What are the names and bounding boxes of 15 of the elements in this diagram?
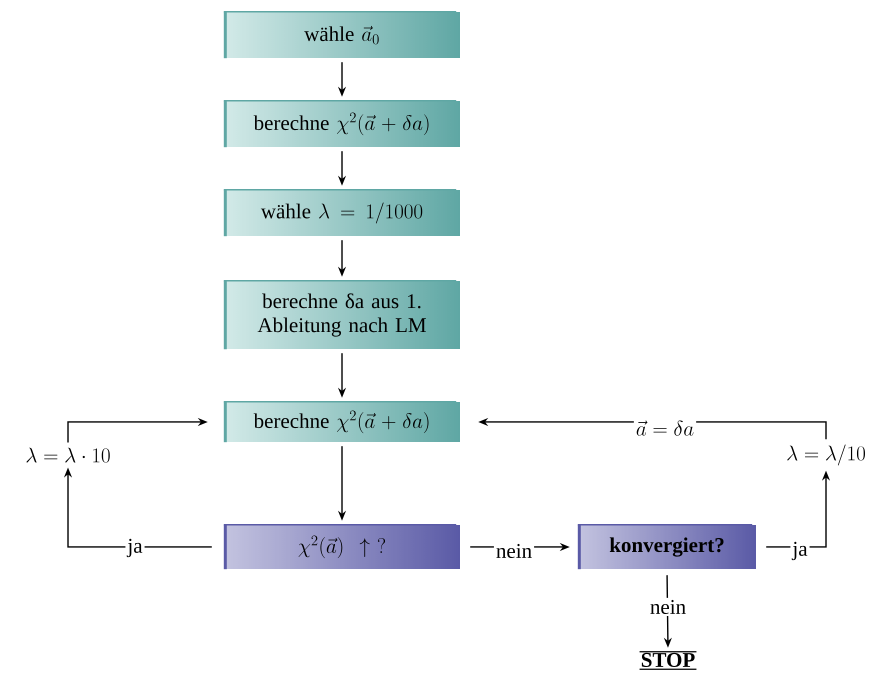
decision-box: konvergiert?: [578, 524, 752, 570]
edge-label: $\vec{a}=\delta a$: [634, 418, 696, 438]
process-box: $\text{berechne }\chi^2(\vec{a}+\delta a)$: [224, 100, 456, 148]
edge-label: nein: [648, 598, 688, 616]
process-box: $\text{wähle }\vec{a}_0$: [224, 11, 456, 58]
formula-text: $\lambda=\lambda\cdot 10$: [26, 448, 110, 463]
process-box: berechne δa aus 1. Ableitung nach LM: [224, 280, 456, 350]
process-box: $\text{berechne }\chi^2(\vec{a}+\delta a)$: [224, 401, 456, 442]
stop-text: STOP: [640, 651, 696, 670]
edge-label: nein: [494, 542, 534, 560]
formula-text: $\lambda=\lambda/10$: [787, 444, 865, 466]
edge-label: ja: [790, 540, 810, 562]
edge-label: ja: [125, 536, 145, 560]
process-box: $\text{wähle }\lambda=1/1000$: [224, 189, 456, 236]
decision-box: $\chi^2(\vec{a})\uparrow\ ?$: [224, 524, 456, 570]
